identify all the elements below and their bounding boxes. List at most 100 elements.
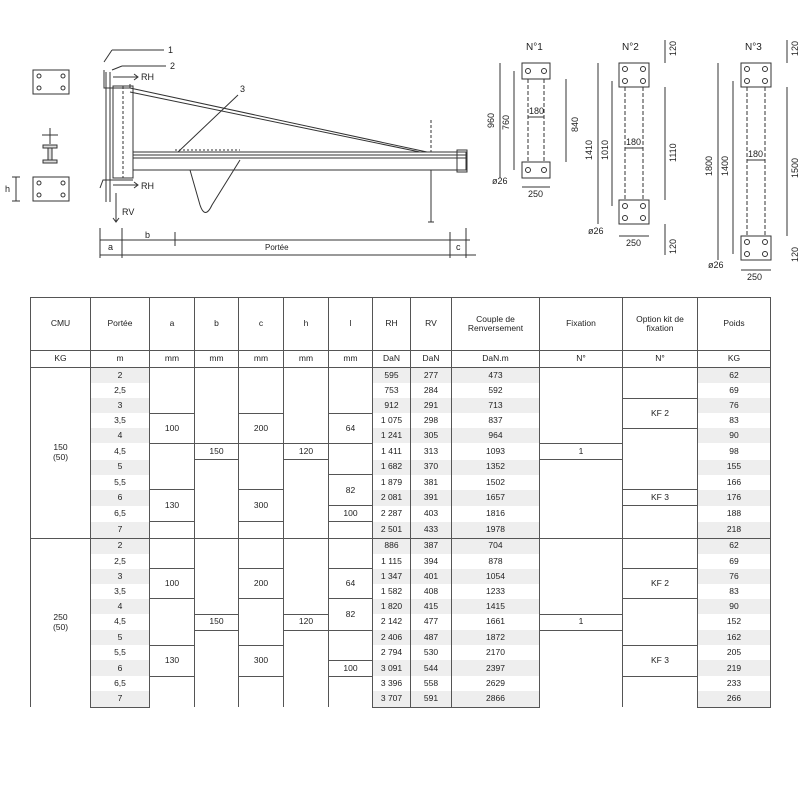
specification-table: CMU Portée a b c h l RH RV Couple de Ren…: [30, 297, 771, 708]
a-cell: [149, 367, 195, 414]
portee-cell: 5,5: [90, 645, 150, 661]
plate-n2-dim: 1110: [668, 143, 678, 162]
portee-label: Portée: [265, 243, 289, 252]
couple-cell: 1657: [451, 489, 540, 506]
col-header: Portée: [90, 297, 150, 351]
poids-cell: 205: [697, 645, 771, 661]
l-cell: [328, 521, 373, 539]
rh-cell: 1 582: [372, 583, 411, 599]
a-cell: [149, 675, 195, 708]
kit-cell: [622, 537, 698, 569]
unit-cell: DaN.m: [451, 350, 540, 368]
rv-cell: 477: [410, 614, 452, 631]
unit-cell: KG: [30, 350, 91, 368]
plate-n2-dim: 1010: [600, 140, 610, 160]
rv-cell: 305: [410, 428, 452, 444]
col-header: RV: [410, 297, 452, 351]
poids-cell: 83: [697, 583, 771, 599]
rh-cell: 886: [372, 538, 411, 554]
rh-cell: 2 501: [372, 521, 411, 539]
unit-cell: mm: [328, 350, 373, 368]
poids-cell: 266: [697, 691, 771, 708]
cmu-cell: 250(50): [30, 538, 91, 708]
fixation-cell: [539, 459, 623, 539]
poids-cell: 219: [697, 660, 771, 677]
c-cell: 300: [238, 489, 284, 522]
poids-cell: 218: [697, 521, 771, 539]
poids-cell: 162: [697, 630, 771, 646]
couple-cell: 1978: [451, 521, 540, 539]
plate-n1-dim: 840: [570, 117, 580, 132]
rh-cell: 912: [372, 398, 411, 414]
portee-cell: 3,5: [90, 583, 150, 599]
l-cell: 64: [328, 412, 373, 444]
c-cell: 200: [238, 412, 284, 444]
a-cell: [149, 521, 195, 539]
rh-cell: 1 879: [372, 474, 411, 490]
callout-2: 2: [170, 61, 175, 71]
poids-cell: 90: [697, 428, 771, 444]
kit-cell: KF 2: [622, 568, 698, 599]
portee-cell: 3,5: [90, 413, 150, 429]
couple-cell: 713: [451, 398, 540, 414]
a-cell: 130: [149, 644, 195, 677]
h-cell: 120: [283, 442, 329, 460]
kit-cell: KF 2: [622, 397, 698, 429]
base-plate-front-view: [12, 176, 70, 202]
fixation-cell: 1: [539, 613, 623, 631]
col-header: l: [328, 297, 373, 351]
portee-cell: 4,5: [90, 614, 150, 631]
portee-cell: 6: [90, 660, 150, 677]
unit-cell: m: [90, 350, 150, 368]
portee-cell: 2: [90, 367, 150, 384]
c-cell: [238, 537, 284, 569]
kit-cell: [622, 427, 698, 490]
unit-cell: N°: [539, 350, 623, 368]
couple-cell: 1233: [451, 583, 540, 599]
couple-cell: 837: [451, 413, 540, 429]
cmu-cell: 150(50): [30, 367, 91, 539]
rh-cell: 2 794: [372, 645, 411, 661]
plate-n1-title: N°1: [526, 42, 543, 53]
poids-cell: 233: [697, 676, 771, 692]
rh-cell: 1 411: [372, 443, 411, 460]
a-cell: [149, 442, 195, 490]
l-cell: 82: [328, 598, 373, 631]
rh-cell: 1 075: [372, 413, 411, 429]
a-cell: [149, 598, 195, 646]
plate-n3-dim: 1800: [704, 156, 714, 176]
rv-cell: 313: [410, 443, 452, 460]
plate-n3-drawing: [717, 40, 788, 271]
fixation-cell: 1: [539, 442, 623, 460]
plate-n1-dim: 960: [486, 113, 496, 128]
col-header: RH: [372, 297, 411, 351]
poids-cell: 83: [697, 413, 771, 429]
h-cell: 120: [283, 613, 329, 631]
c-cell: [238, 675, 284, 708]
rv-cell: 403: [410, 505, 452, 522]
plate-n2-dim: 250: [626, 238, 641, 248]
jib-crane-elevation: [99, 49, 476, 258]
c-cell: 300: [238, 644, 284, 677]
units-row: KG m mm mm mm mm mm DaN DaN DaN.m N° N° …: [30, 350, 771, 368]
l-cell: [328, 442, 373, 475]
couple-cell: 1093: [451, 443, 540, 460]
fixation-cell: [539, 629, 623, 708]
a-label: a: [108, 242, 113, 252]
couple-cell: 473: [451, 367, 540, 384]
rv-cell: 530: [410, 645, 452, 661]
b-cell: [194, 459, 239, 539]
callout-1: 1: [168, 45, 173, 55]
rv-cell: 394: [410, 553, 452, 569]
cmu-value: 150: [53, 442, 68, 453]
rv-cell: 558: [410, 676, 452, 692]
col-header: b: [194, 297, 239, 351]
